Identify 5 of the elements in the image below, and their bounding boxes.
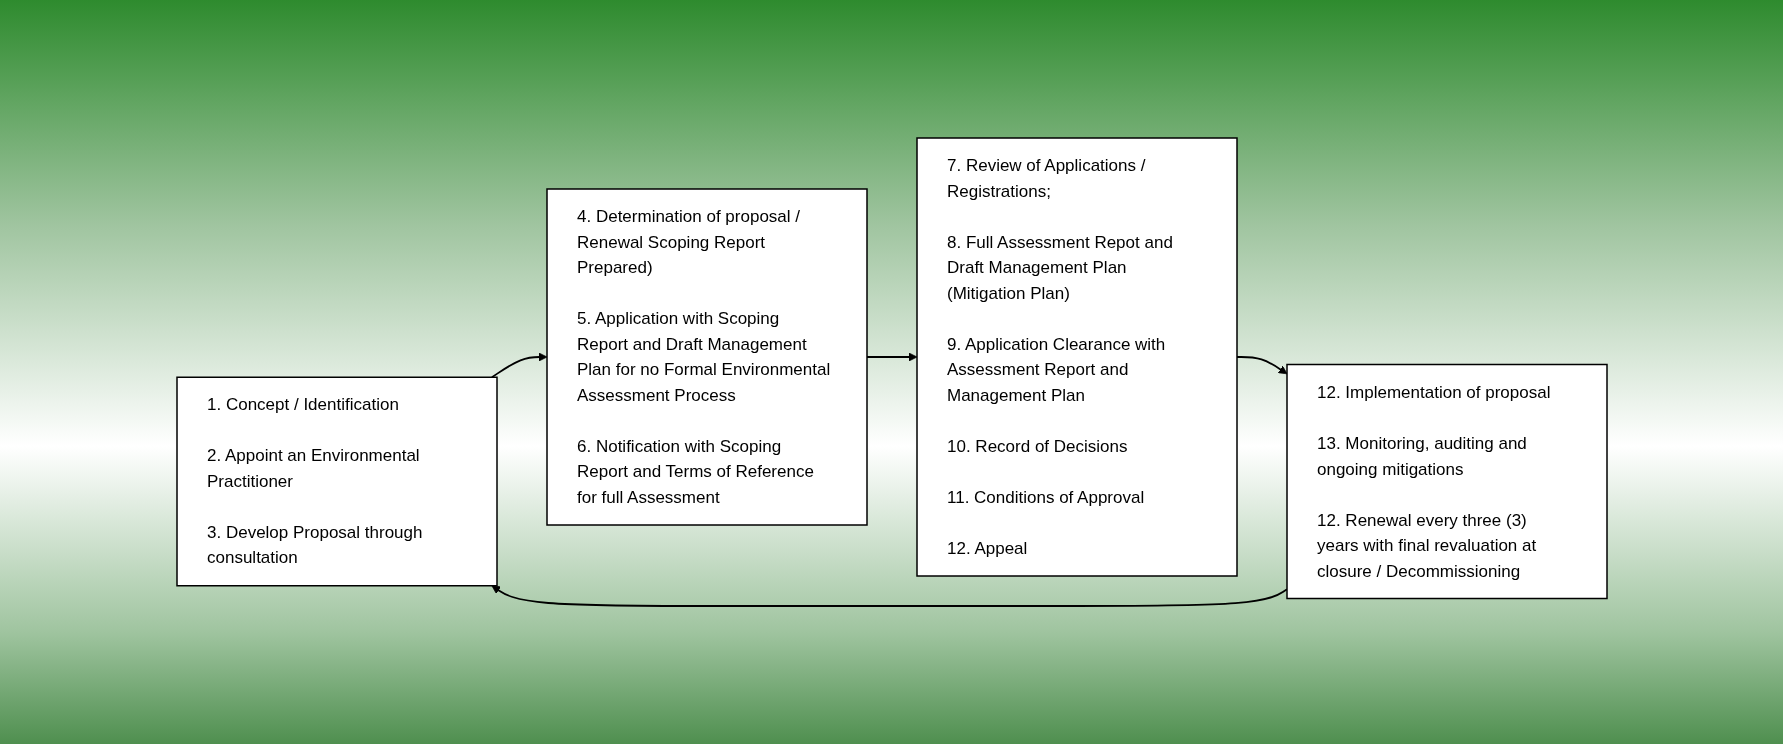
node-box: 12. Implementation of proposal 13. Monitoring, auditing and ongoing mitigations 12. Renewal every three (3) years with final revaluation at closure / Decommissioning — [1285, 363, 1608, 600]
arrow — [490, 352, 547, 379]
node-box: 1. Concept / Identification 2. Appoint an Environmental Practitioner 3. Develop Proposal through consultation — [175, 376, 498, 587]
node-box: 7. Review of Applications / Registrations; 8. Full Assessment Repot and Draft Management Plan (Mitigation Plan) 9. Application Clearance with Assessment Report and Management Plan 10. Record of Decisions 11. Conditions of Approval 12. Appeal — [915, 137, 1238, 577]
node-box: 4. Determination of proposal / Renewal Scoping Report Prepared) 5. Application with Scoping Report and Draft Management Plan for no Formal Environmental Assessment Process 6. Notification with Scoping Report and Terms of Reference for full Assessment — [545, 188, 868, 526]
